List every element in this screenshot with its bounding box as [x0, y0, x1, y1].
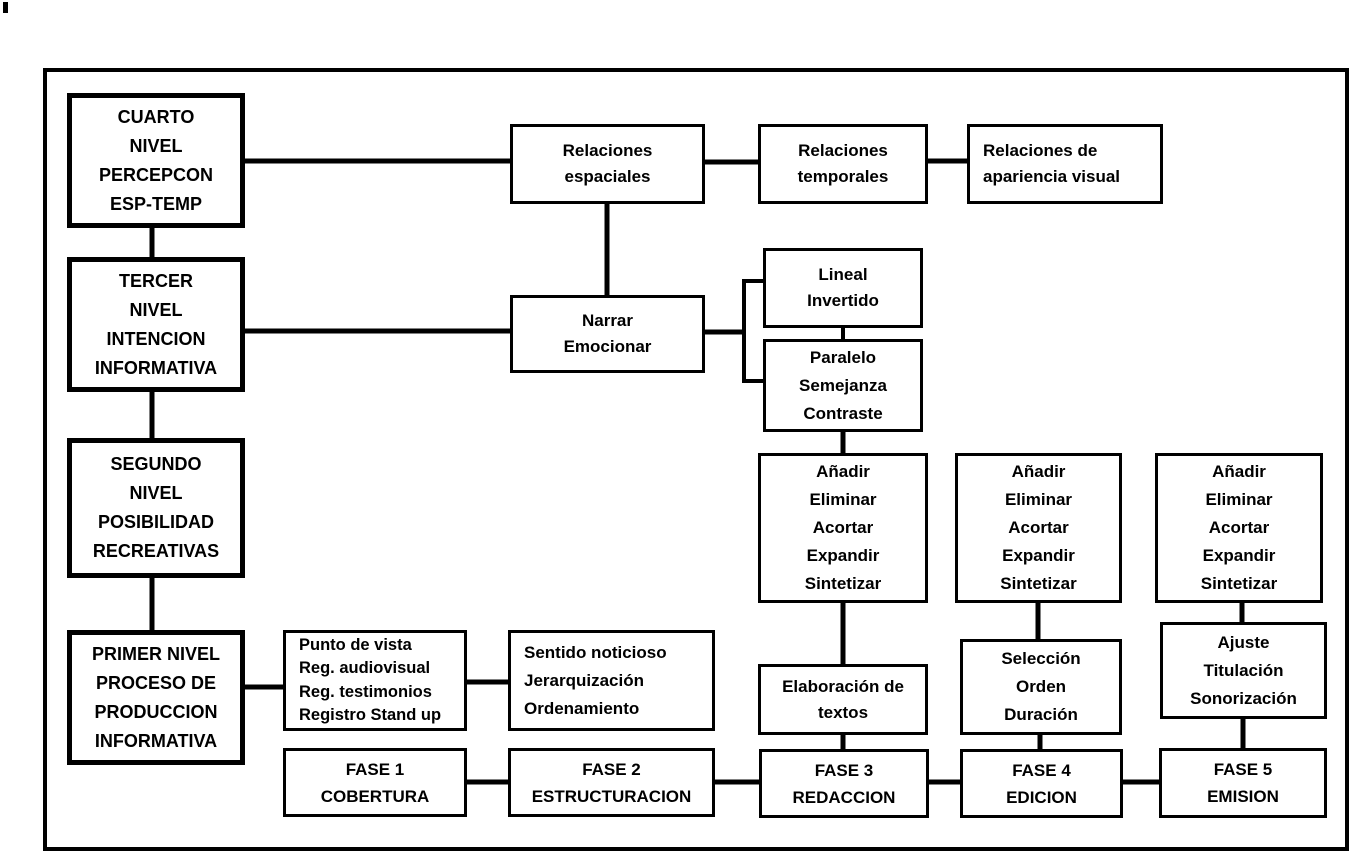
- node-punto-de-vista-registros: Punto de vista Reg. audiovisual Reg. tes…: [283, 630, 467, 731]
- stray-mark: [3, 2, 8, 13]
- node-fase-1-cobertura: FASE 1 COBERTURA: [283, 748, 467, 817]
- node-fase-2-estructuracion: FASE 2 ESTRUCTURACION: [508, 748, 715, 817]
- node-elaboracion-de-textos: Elaboración de textos: [758, 664, 928, 735]
- node-ajuste-titulacion-sonorizacion: Ajuste Titulación Sonorización: [1160, 622, 1327, 719]
- node-seleccion-orden-duracion: Selección Orden Duración: [960, 639, 1122, 735]
- node-relaciones-espaciales: Relaciones espaciales: [510, 124, 705, 204]
- level-box-tercer-nivel: TERCER NIVEL INTENCION INFORMATIVA: [67, 257, 245, 392]
- node-paralelo-semejanza-contraste: Paralelo Semejanza Contraste: [763, 339, 923, 432]
- level-box-primer-nivel: PRIMER NIVEL PROCESO DE PRODUCCION INFOR…: [67, 630, 245, 765]
- node-anadir-emision: Añadir Eliminar Acortar Expandir Sinteti…: [1155, 453, 1323, 603]
- node-anadir-edicion: Añadir Eliminar Acortar Expandir Sinteti…: [955, 453, 1122, 603]
- node-relaciones-temporales: Relaciones temporales: [758, 124, 928, 204]
- node-sentido-noticioso: Sentido noticioso Jerarquización Ordenam…: [508, 630, 715, 731]
- node-fase-5-emision: FASE 5 EMISION: [1159, 748, 1327, 818]
- node-lineal-invertido: Lineal Invertido: [763, 248, 923, 328]
- node-narrar-emocionar: Narrar Emocionar: [510, 295, 705, 373]
- node-relaciones-apariencia-visual: Relaciones de apariencia visual: [967, 124, 1163, 204]
- level-box-segundo-nivel: SEGUNDO NIVEL POSIBILIDAD RECREATIVAS: [67, 438, 245, 578]
- node-fase-4-edicion: FASE 4 EDICION: [960, 749, 1123, 818]
- node-fase-3-redaccion: FASE 3 REDACCION: [759, 749, 929, 818]
- level-box-cuarto-nivel: CUARTO NIVEL PERCEPCON ESP-TEMP: [67, 93, 245, 228]
- node-anadir-redaccion: Añadir Eliminar Acortar Expandir Sinteti…: [758, 453, 928, 603]
